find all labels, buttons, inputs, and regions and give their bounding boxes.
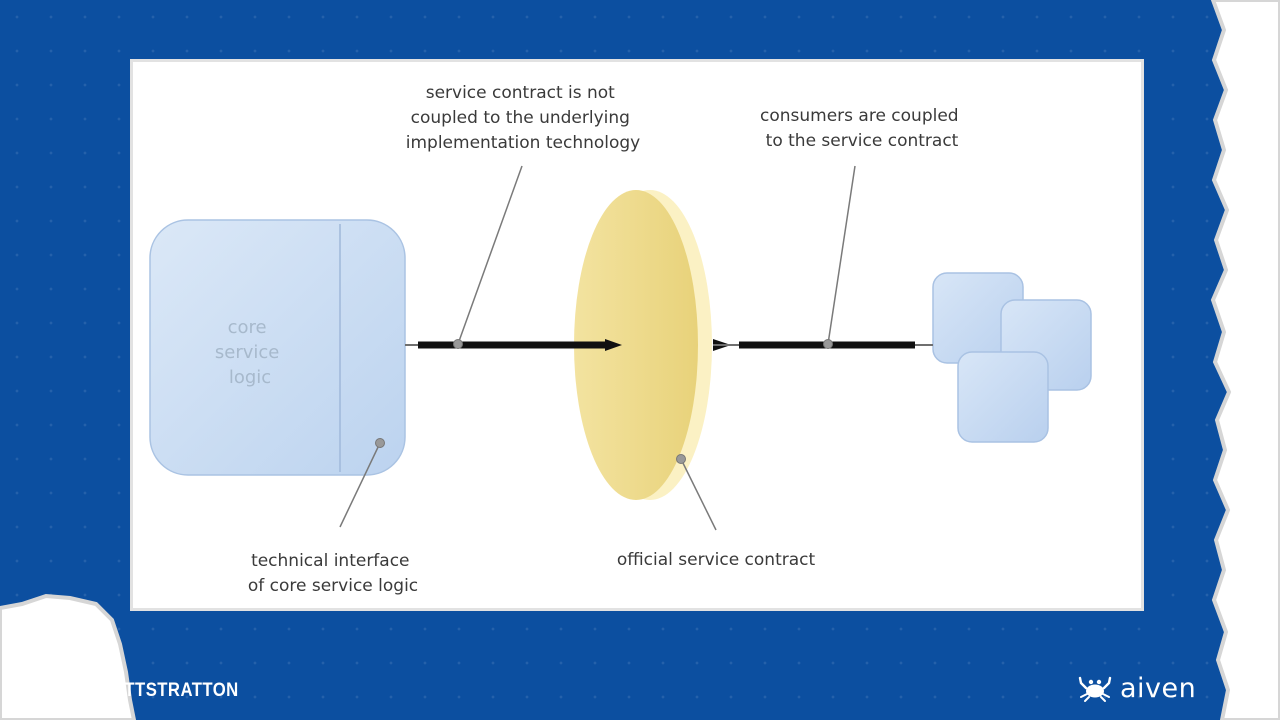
diagram-card: core service logic	[133, 62, 1141, 608]
callout-anchor-dots	[375, 339, 833, 464]
callout-tl-line-1: service contract is not	[426, 83, 615, 103]
anchor-dot-interface	[375, 438, 385, 448]
callout-tl-line-3: implementation technology	[406, 133, 641, 153]
callout-bl-line-1: technical interface	[251, 551, 409, 571]
leader-line-top-right	[827, 165, 856, 345]
callout-tr-line-1: consumers are coupled	[760, 106, 959, 126]
callout-technical-interface: technical interface of core service logi…	[248, 551, 418, 596]
crab-logo-icon	[1078, 676, 1112, 702]
brand-wordmark: aiven	[1120, 672, 1197, 704]
anchor-dot-arrow-right	[823, 339, 833, 349]
callout-leader-lines	[339, 165, 856, 531]
box-label-line-3: logic	[229, 367, 271, 388]
consumers-to-contract-arrow	[713, 339, 933, 351]
speaker-handle: @MATTSTRATTON	[82, 680, 239, 701]
callout-contract-not-coupled: service contract is not coupled to the u…	[406, 83, 641, 153]
box-label-line-1: core	[228, 317, 267, 338]
leader-line-bottom-left	[339, 442, 381, 528]
callout-tl-line-2: coupled to the underlying	[411, 108, 630, 128]
box-label-line-2: service	[215, 342, 279, 363]
logic-to-contract-arrow	[405, 339, 622, 351]
leader-line-bottom-right	[680, 458, 717, 531]
callout-official-contract: official service contract	[617, 550, 816, 570]
torn-right-edge	[1210, 0, 1280, 720]
anchor-dot-arrow-left	[453, 339, 463, 349]
callout-bl-line-2: of core service logic	[248, 576, 418, 596]
core-service-logic-label: core service logic	[215, 317, 285, 388]
service-contract-diagram: core service logic	[149, 83, 1092, 596]
core-service-box: core service logic	[149, 219, 406, 476]
aiven-logo: aiven	[1078, 672, 1196, 704]
callout-consumers-coupled: consumers are coupled to the service con…	[760, 106, 964, 151]
leader-line-top-left	[457, 165, 523, 345]
torn-bottom-left-corner	[0, 593, 137, 720]
consumer-boxes	[932, 272, 1092, 443]
anchor-dot-contract	[676, 454, 686, 464]
callout-tr-line-2: to the service contract	[766, 131, 959, 151]
consumer-box-3	[957, 351, 1049, 443]
service-contract-disc	[574, 190, 712, 500]
